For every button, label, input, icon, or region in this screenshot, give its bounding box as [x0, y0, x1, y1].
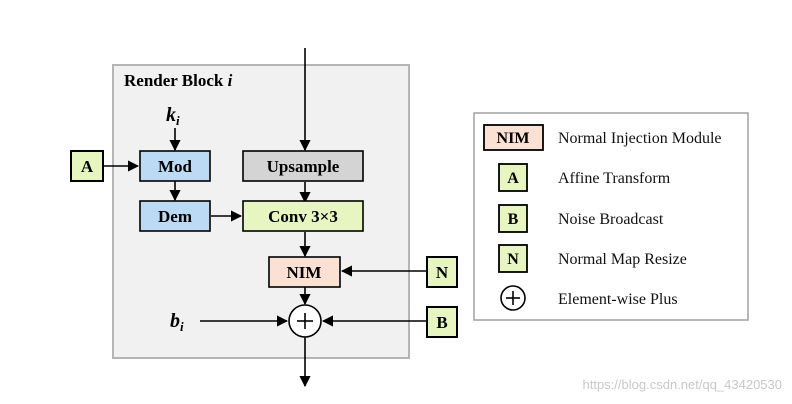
legend-nim-symbol-text: NIM: [497, 130, 530, 147]
legend-n-symbol-text: N: [507, 251, 519, 268]
legend-a-symbol: [498, 163, 528, 192]
legend-nim-symbol: [483, 124, 544, 151]
legend-n-label: Normal Map Resize: [558, 251, 687, 268]
mod-box: [139, 150, 211, 182]
b-input-label: bi: [170, 310, 184, 334]
dem-box: [139, 200, 211, 232]
legend-b-label: Noise Broadcast: [558, 211, 664, 228]
legend-b-symbol-text: B: [508, 211, 519, 228]
affine-box-label: A: [81, 157, 94, 176]
conv-box-label: Conv 3×3: [268, 207, 338, 226]
normal-resize-box-label: N: [436, 263, 449, 282]
dem-box-label: Dem: [158, 207, 192, 226]
upsample-box-label: Upsample: [267, 157, 340, 176]
legend-a-label: Affine Transform: [558, 170, 671, 187]
nim-box: [268, 256, 341, 288]
watermark: https://blog.csdn.net/qq_43420530: [583, 377, 783, 392]
affine-box: [70, 150, 104, 182]
upsample-box: [242, 150, 364, 182]
legend-plus-label: Element-wise Plus: [558, 291, 678, 308]
legend-b-symbol: [498, 204, 528, 233]
mod-box-label: Mod: [158, 157, 193, 176]
conv-box: [242, 200, 364, 232]
k-input-label: ki: [166, 104, 180, 128]
nim-box-label: NIM: [287, 263, 322, 282]
normal-resize-box: [426, 256, 458, 288]
legend: NIM Normal Injection Module A Affine Tra…: [473, 112, 749, 321]
noise-broadcast-box: [426, 306, 458, 338]
legend-nim-label: Normal Injection Module: [558, 130, 722, 147]
render-block-title: Render Block i: [124, 71, 233, 90]
legend-n-symbol: [498, 244, 528, 273]
legend-a-symbol-text: A: [507, 170, 519, 187]
noise-broadcast-box-label: B: [436, 313, 447, 332]
